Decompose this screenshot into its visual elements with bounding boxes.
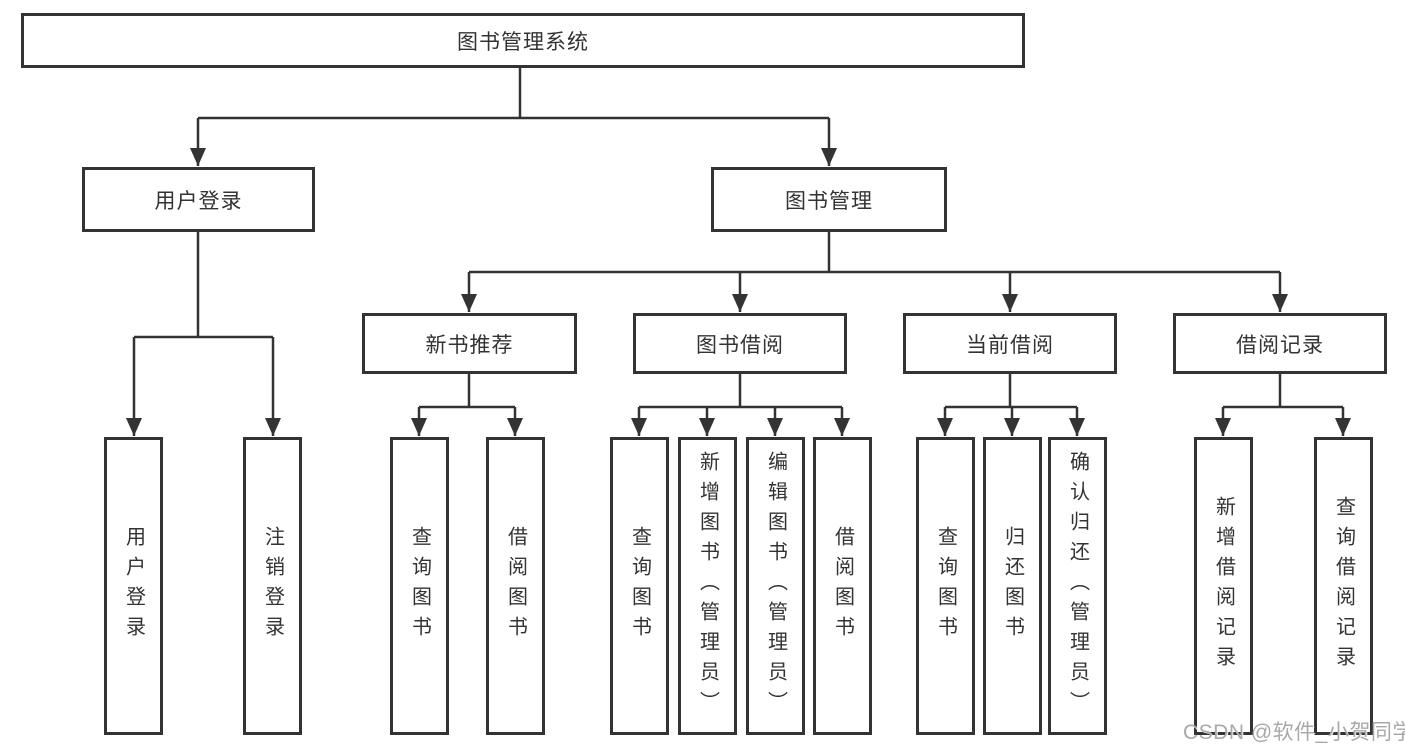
csdn-watermark: CSDN @软件_小贺同学 — [1183, 721, 1405, 744]
node-root: 图书管理系统 — [21, 13, 1025, 68]
node-user-login: 用户登录 — [82, 167, 315, 232]
leaf-records-add-record: 新增借阅记录 — [1194, 437, 1253, 735]
leaf-borrow-edit-books-admin: 编辑图书（管理员） — [746, 437, 805, 735]
leaf-borrow-borrow-books: 借阅图书 — [813, 437, 872, 735]
leaf-user-login: 用户登录 — [104, 437, 163, 735]
node-book-management: 图书管理 — [711, 167, 947, 232]
leaf-recommend-query-books: 查询图书 — [390, 437, 449, 735]
node-new-book-recommend: 新书推荐 — [362, 313, 577, 374]
connector-login-to-leaves — [126, 232, 281, 436]
connector-current-to-leaves — [937, 374, 1085, 436]
node-current-borrow: 当前借阅 — [903, 313, 1117, 374]
connector-borrow-to-leaves — [631, 374, 850, 436]
connector-management-to-sections — [461, 232, 1288, 312]
leaf-logout: 注销登录 — [243, 437, 302, 735]
leaf-current-confirm-return-admin: 确认归还（管理员） — [1048, 437, 1107, 735]
leaf-recommend-borrow-books: 借阅图书 — [486, 437, 545, 735]
node-borrow-records: 借阅记录 — [1173, 313, 1387, 374]
connector-records-to-leaves — [1215, 374, 1351, 436]
connector-root-to-branches — [190, 68, 837, 166]
connector-recommend-to-leaves — [411, 374, 523, 436]
leaf-records-query-record: 查询借阅记录 — [1314, 437, 1373, 735]
leaf-borrow-query-books: 查询图书 — [610, 437, 669, 735]
node-book-borrow: 图书借阅 — [633, 313, 847, 374]
leaf-current-query-books: 查询图书 — [916, 437, 975, 735]
leaf-current-return-books: 归还图书 — [983, 437, 1042, 735]
leaf-borrow-add-books-admin: 新增图书（管理员） — [678, 437, 737, 735]
